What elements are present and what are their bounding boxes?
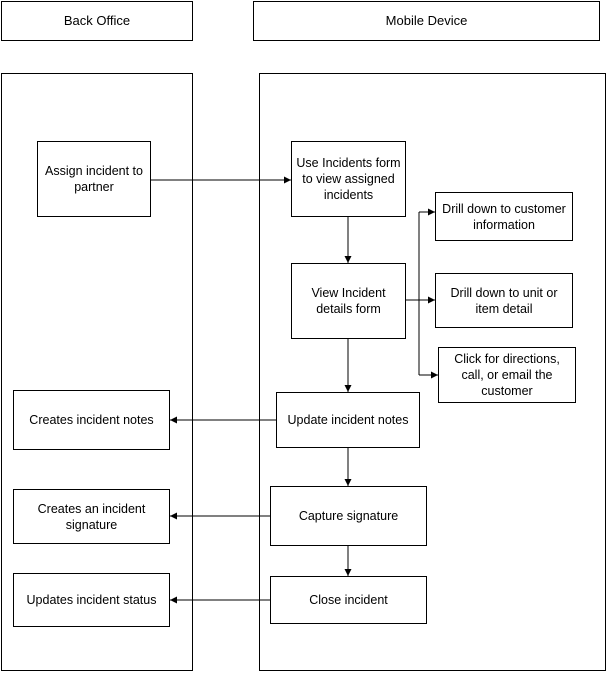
assign-incident-node: Assign incident to partner bbox=[37, 141, 151, 217]
creates-notes-node: Creates incident notes bbox=[13, 390, 170, 450]
click-directions-node: Click for directions, call, or email the… bbox=[438, 347, 576, 403]
use-incidents-form-node: Use Incidents form to view assigned inci… bbox=[291, 141, 406, 217]
update-notes-node: Update incident notes bbox=[276, 392, 420, 448]
close-incident-node: Close incident bbox=[270, 576, 427, 624]
drill-unit-node: Drill down to unit or item detail bbox=[435, 273, 573, 328]
creates-signature-node: Creates an incident signature bbox=[13, 489, 170, 544]
updates-status-node: Updates incident status bbox=[13, 573, 170, 627]
drill-customer-node: Drill down to customer information bbox=[435, 192, 573, 241]
view-incident-details-node: View Incident details form bbox=[291, 263, 406, 339]
mobile-device-header: Mobile Device bbox=[253, 1, 600, 41]
back-office-header: Back Office bbox=[1, 1, 193, 41]
capture-signature-node: Capture signature bbox=[270, 486, 427, 546]
